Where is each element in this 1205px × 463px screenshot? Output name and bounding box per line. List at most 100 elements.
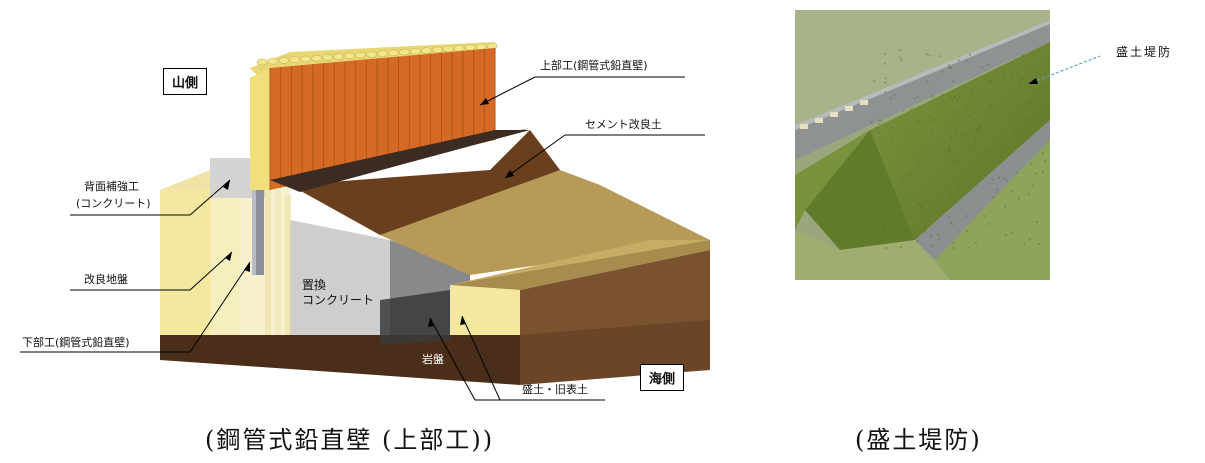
grass-dot [1015,171,1018,175]
grass-dot [878,122,881,126]
grass-dot [974,241,978,245]
grass-dot [910,174,913,177]
grass-dot [910,108,913,111]
pipe-top-row [256,42,498,66]
grass-dot [948,63,951,67]
grass-dot [891,194,895,197]
mountain-side-label: 山側 [163,68,208,95]
grass-dot [899,56,902,59]
grass-dot [937,237,941,241]
grass-dot [941,93,945,96]
grass-dot [1013,131,1016,134]
grass-dot [997,176,1001,180]
grass-dot [1030,101,1033,105]
grass-dot [918,119,921,122]
grass-dot [958,95,961,99]
grass-dot [991,178,994,181]
grass-dot [917,120,920,124]
bedrock-front [160,335,520,385]
grass-dot [947,147,951,151]
grass-dot [949,95,952,98]
grass-dot [916,240,920,243]
grass-dot [1023,242,1026,245]
pipe-top [377,50,388,57]
grass-dot [949,66,953,70]
grass-dot [947,216,951,219]
grass-dot [870,200,873,203]
grass-dot [877,119,881,122]
grass-dot [978,125,982,129]
grass-dot [900,58,903,62]
grass-dot [966,246,970,250]
grass-dot [941,70,944,74]
grass-dot [883,234,886,237]
grass-dot [987,148,991,151]
grass-dot [1002,75,1005,78]
grass-dot [939,55,942,58]
upper-wall-face [270,48,495,190]
grass-dot [974,137,977,140]
grass-dot [941,150,944,154]
grass-dot [931,244,934,247]
grass-dot [893,93,896,96]
grass-dot [1028,117,1032,121]
grass-dot [1040,113,1044,117]
grass-dot [919,146,922,149]
upper-wall-stripes [269,48,496,190]
grass-dot [883,62,887,65]
grass-dot [965,214,968,218]
grass-dot [889,97,892,100]
grass-dot [1000,147,1004,150]
grass-dot [1020,77,1023,81]
grass-dot [910,214,913,218]
back-reinforce-label-2: (コンクリート) [76,197,151,210]
grass-dot [930,132,934,135]
grass-dot [967,114,970,118]
grass-dot [977,129,980,132]
grass-dot [1018,84,1021,87]
grass-dot [1041,170,1045,174]
grass-dot [916,96,919,99]
grass-dot [992,196,995,199]
grass-dot [899,245,902,249]
grass-dot [1031,184,1035,187]
pipe-top [366,51,377,58]
grass-dot [936,233,940,236]
grass-dot [902,109,905,113]
grass-dot [989,104,993,108]
grass-dot [898,48,901,52]
grass-dot [884,90,887,94]
grass-dot [952,246,956,250]
grass-dot [896,203,899,206]
grass-dot [879,197,883,200]
improved-ground-label: 改良地盤 [84,273,128,286]
grass-dot [1004,233,1007,237]
grass-dot [948,150,951,153]
pipe-top [267,57,279,65]
pipe-top [333,53,344,60]
grass-dot [1040,86,1044,90]
embankment-leader [1027,55,1101,85]
pipe-top [300,55,312,63]
grass-dot [1021,54,1025,57]
grass-dot [959,137,962,141]
grass-dot [1003,176,1006,180]
grass-dot [948,66,951,69]
pipe-top [388,49,399,57]
sea-side-label: 海側 [640,364,685,391]
grass-dot [1043,159,1047,163]
grass-dot [983,214,986,218]
column-stripes [265,190,291,335]
grass-dot [1029,162,1033,165]
pipe-top [322,54,334,61]
grass-dot [910,196,914,200]
grass-dot [955,110,959,113]
replace-concrete-label-1: 置換 [302,278,327,292]
grass-dot [1003,205,1007,208]
pipe-top [278,57,290,64]
grass-dot [950,196,953,199]
grass-dot [963,154,967,157]
grass-dot [965,104,968,108]
grass-dot [987,222,991,226]
grass-dot [882,224,886,227]
